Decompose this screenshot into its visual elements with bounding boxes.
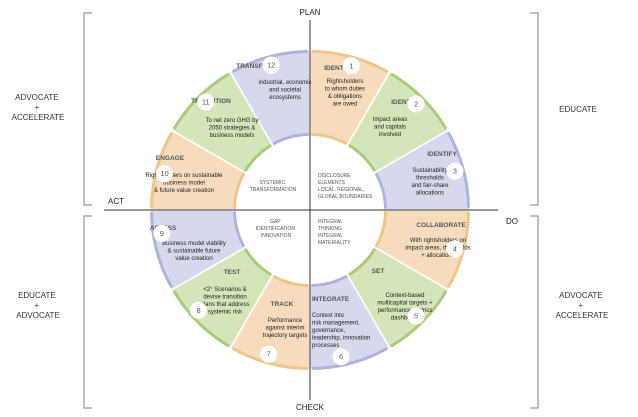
ring-inner-rim-2 (348, 143, 377, 172)
bracket-bottom-right (530, 215, 539, 409)
segment-badge-12 (262, 56, 280, 74)
ring-rim-7 (231, 347, 308, 370)
ring-rim-12 (231, 50, 308, 73)
ring-rim-2 (390, 72, 448, 130)
axis-label-top: PLAN (300, 8, 321, 17)
center-label-top-right: DISCLOSURE ELEMENTS LOCAL, REGIONAL, GLO… (318, 173, 373, 200)
bracket-bottom-left (83, 215, 92, 409)
segment-number-2: 2 (414, 99, 418, 108)
segment-number-11: 11 (202, 98, 210, 107)
segment-number-10: 10 (160, 169, 168, 178)
segment-badge-7 (260, 345, 278, 363)
ring-inner-rim-7 (272, 274, 309, 287)
axis-label-bottom: CHECK (296, 403, 325, 412)
segment-title-5: SET (372, 268, 385, 275)
ring-inner-rim-11 (243, 143, 272, 172)
segment-number-8: 8 (196, 306, 200, 315)
segment-number-12: 12 (267, 61, 275, 70)
segment-number-4: 4 (453, 244, 457, 253)
side-label-top-left: ADVOCATE + ACCELERATE (12, 93, 65, 122)
side-label-top-right: EDUCATE (559, 105, 597, 114)
segment-number-7: 7 (267, 350, 271, 359)
segment-title-2: IDENTIFY (391, 99, 421, 106)
segment-number-1: 1 (349, 61, 353, 70)
segment-number-5: 5 (414, 312, 418, 321)
axis-label-left: ACT (108, 197, 124, 206)
segment-badge-11 (197, 93, 215, 111)
ring-inner-rim-1 (311, 133, 348, 146)
ring-inner-rim-9 (233, 211, 246, 248)
side-label-bottom-left: EDUCATE + ADVOCATE (16, 291, 59, 320)
segment-title-7: TRACK (271, 301, 294, 308)
axis-label-right: DO (506, 217, 518, 226)
segment-title-12: TRANSFORM (236, 63, 278, 70)
segment-badge-5 (407, 307, 425, 325)
segment-title-6: INTEGRATE (312, 296, 350, 303)
bracket-top-right (530, 12, 539, 206)
brackets (83, 12, 539, 409)
center-label-top-left: SYSTEMIC TRANSFORMATION (250, 180, 297, 193)
segment-number-6: 6 (339, 352, 343, 361)
segment-title-8: TEST (224, 269, 241, 276)
segment-badge-3 (446, 162, 464, 180)
segment-number-9: 9 (160, 229, 164, 238)
center-label-bottom-left: GAP IDENTIFICATION INNOVATION (256, 219, 297, 239)
ring-inner-rim-3 (374, 172, 387, 209)
ring-rim-1 (312, 50, 389, 73)
segment-badge-4 (446, 240, 464, 258)
segment-badge-8 (190, 301, 208, 319)
segment-title-1: IDENTIFY (324, 65, 354, 72)
side-label-bottom-right: ADVOCATE + ACCELERATE (556, 291, 609, 320)
segment-badge-10 (155, 165, 173, 183)
bracket-top-left (83, 12, 92, 206)
ring-inner-rim-12 (272, 133, 309, 146)
segment-badge-2 (407, 95, 425, 113)
segment-badge-1 (342, 57, 360, 75)
axes (104, 20, 498, 400)
ring-rim-4 (447, 212, 470, 289)
ring-rim-10 (150, 131, 173, 208)
ring-inner-rim-5 (348, 248, 377, 277)
segment-title-10: ENGAGE (156, 155, 185, 162)
ring-inner-rim-6 (311, 274, 348, 287)
center-label-bottom-right: INTEGRAL THINKING INTEGRAL MATERIALITY (318, 219, 351, 246)
segment-text-9: Business model viability& sustainable fu… (162, 241, 226, 262)
ring-rim-9 (150, 212, 173, 289)
ring-rim-3 (447, 131, 470, 208)
segment-title-4: COLLABORATE (416, 222, 466, 229)
segment-number-3: 3 (453, 167, 457, 176)
segment-badge-9 (153, 224, 171, 242)
segment-badge-6 (332, 348, 350, 366)
ring-rim-6 (312, 347, 389, 370)
ring-rim-11 (172, 72, 230, 130)
ring-rim-8 (172, 290, 230, 348)
ring-inner-rim-8 (243, 248, 272, 277)
ring-inner-rim-4 (374, 211, 387, 248)
ring-inner-rim-10 (233, 172, 246, 209)
segment-title-3: IDENTIFY (427, 151, 457, 158)
